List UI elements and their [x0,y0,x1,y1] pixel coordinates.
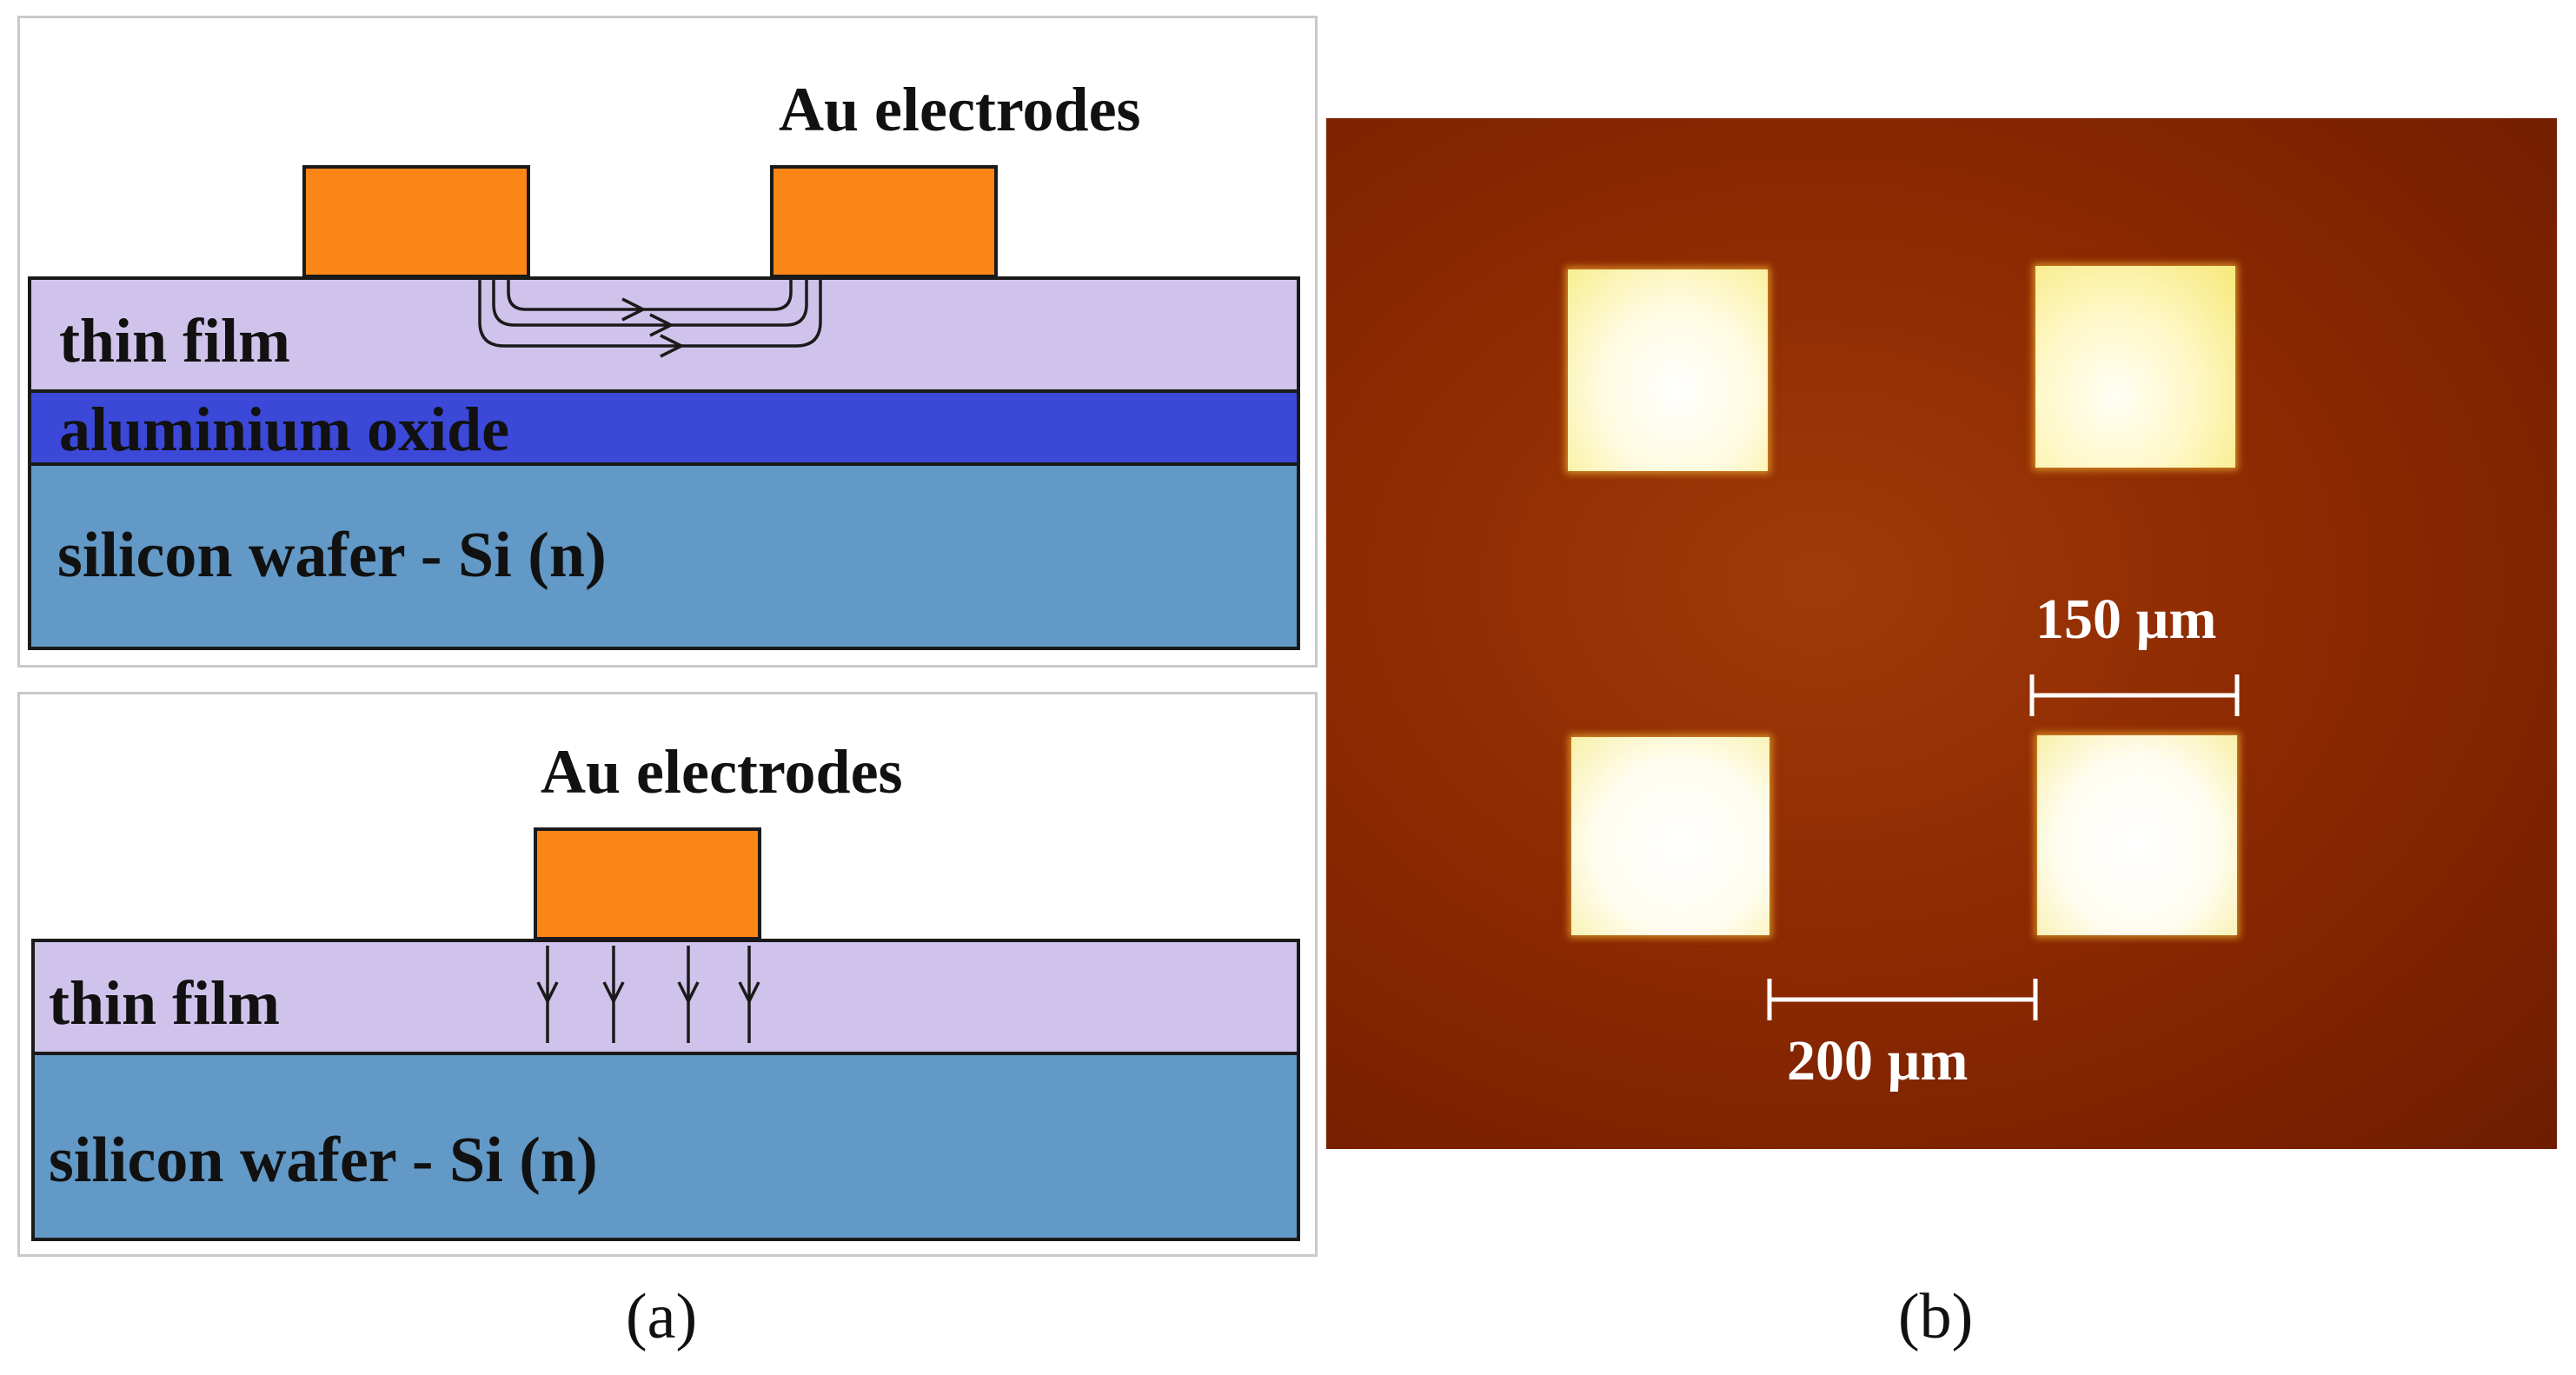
current-paths-vertical [536,946,760,1043]
silicon-wafer-layer-bottom [31,1052,1300,1241]
thin-film-label-bottom: thin film [49,968,281,1038]
silicon-wafer-label-top: silicon wafer - Si (n) [57,520,607,591]
thin-film-layer-top [28,276,1300,393]
au-electrodes-label-bottom: Au electrodes [541,737,903,807]
aluminium-oxide-label: aluminium oxide [59,395,510,464]
caption-b: (b) [1898,1281,1974,1352]
au-electrode-right [770,165,998,278]
silicon-wafer-layer-top [28,462,1300,650]
current-paths-lateral [478,278,822,358]
scale-label-200: 200 µm [1787,1029,1969,1093]
caption-a: (a) [626,1281,698,1352]
silicon-wafer-label-bottom: silicon wafer - Si (n) [49,1125,598,1196]
electrode-pad-bottom-right [2037,735,2237,935]
thin-film-label-top: thin film [59,306,291,375]
au-electrode-top-contact [534,827,761,940]
electrode-pad-top-left [1568,269,1768,471]
au-electrodes-label-top: Au electrodes [779,75,1141,144]
electrode-pad-bottom-left [1571,737,1769,935]
scale-label-150: 150 µm [2035,588,2217,651]
micrograph [1326,118,2557,1149]
electrode-pad-top-right [2035,266,2235,468]
